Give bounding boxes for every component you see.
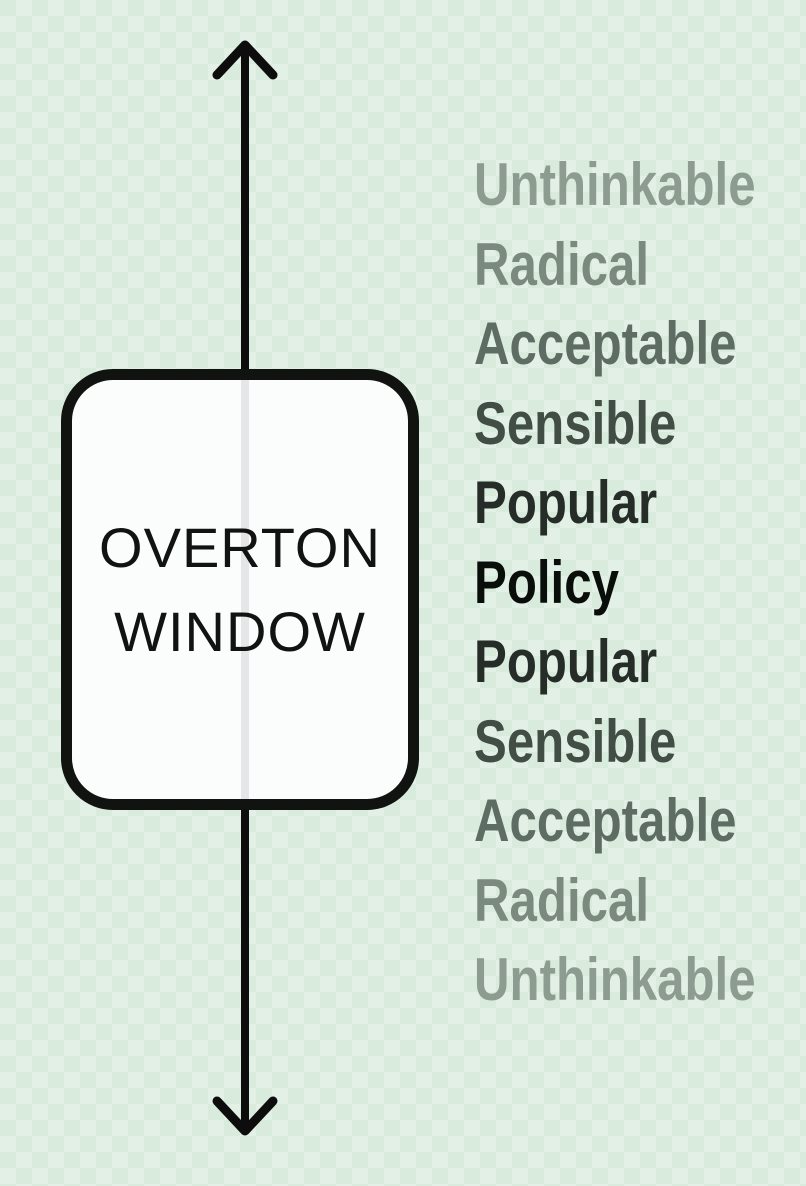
- window-axis-line: [241, 380, 249, 799]
- ladder-item: Unthinkable: [474, 946, 756, 1013]
- ladder-item: Acceptable: [474, 310, 737, 377]
- window-title-line2: WINDOW: [114, 599, 366, 663]
- window-title-line1: OVERTON: [99, 515, 381, 579]
- ladder-item: Sensible: [474, 707, 677, 775]
- window-title: OVERTON WINDOW: [72, 380, 408, 799]
- ladder-item: Popular: [474, 469, 658, 536]
- ladder-item: Unthinkable: [474, 151, 756, 218]
- ladder-item: Policy: [474, 548, 619, 616]
- ladder-item: Radical: [474, 230, 650, 298]
- ladder-item: Sensible: [474, 389, 677, 457]
- ladder-item: Radical: [474, 866, 650, 934]
- arrow-down-icon: [212, 1096, 278, 1136]
- ladder-item: Acceptable: [474, 787, 737, 854]
- arrow-up-icon: [212, 40, 278, 80]
- overton-window-box: OVERTON WINDOW: [61, 369, 419, 810]
- ladder-item: Popular: [474, 628, 658, 695]
